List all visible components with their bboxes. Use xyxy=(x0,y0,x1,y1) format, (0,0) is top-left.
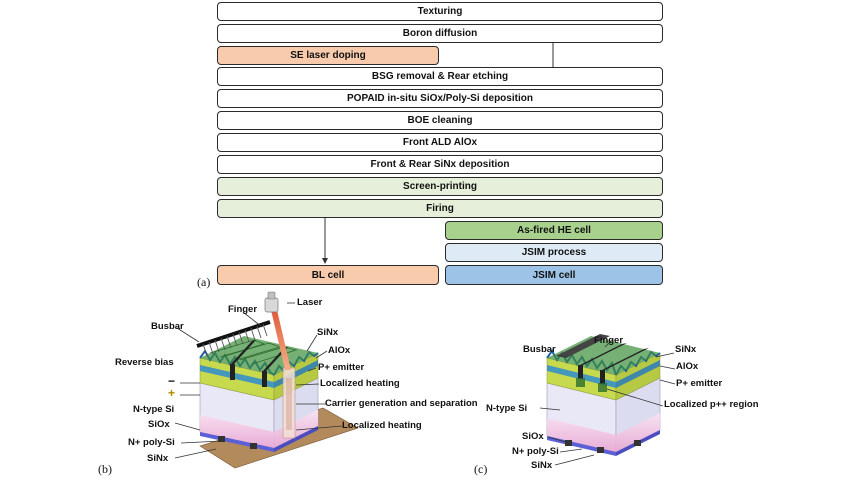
step-firing: Firing xyxy=(217,199,663,218)
result-bl-cell: BL cell xyxy=(217,265,439,285)
step-label: Screen-printing xyxy=(403,181,477,192)
step-label: JSIM cell xyxy=(532,269,576,281)
step-label: Front & Rear SiNx deposition xyxy=(370,159,510,170)
label-localized-p-region: Localized p++ region xyxy=(664,399,759,410)
label-sinx-top: SiNx xyxy=(317,327,339,338)
label-carrier-generation: Carrier generation and separation xyxy=(325,398,478,409)
result-jsim-cell: JSIM cell xyxy=(445,265,663,285)
step-label: BL cell xyxy=(311,269,345,281)
label-alox-c: AlOx xyxy=(676,361,699,372)
label-sinx-top-c: SiNx xyxy=(675,344,697,355)
panel-label-b: (b) xyxy=(98,462,112,476)
label-p-emitter: P+ emitter xyxy=(318,362,365,373)
label-ntype-si-c: N-type Si xyxy=(486,403,528,414)
step-front-ald: Front ALD AlOx xyxy=(217,133,663,152)
step-boe-cleaning: BOE cleaning xyxy=(217,111,663,130)
label-finger: Finger xyxy=(228,304,258,315)
panel-label-c: (c) xyxy=(474,462,488,476)
step-label: Boron diffusion xyxy=(402,28,478,39)
step-label: Texturing xyxy=(417,6,463,17)
step-bsg-removal: BSG removal & Rear etching xyxy=(217,67,663,86)
label-minus: − xyxy=(168,374,176,388)
step-boron-diffusion: Boron diffusion xyxy=(217,24,663,43)
panel-label-a: (a) xyxy=(197,275,211,289)
step-jsim-process: JSIM process xyxy=(445,243,663,262)
label-localized-heating-top: Localized heating xyxy=(320,378,400,389)
step-label: BOE cleaning xyxy=(407,115,473,126)
label-sinx-bottom-c: SiNx xyxy=(531,460,553,471)
label-plus: + xyxy=(168,386,176,400)
label-sinx-bottom: SiNx xyxy=(147,453,169,464)
step-sinx-deposition: Front & Rear SiNx deposition xyxy=(217,155,663,174)
label-ntype-si: N-type Si xyxy=(133,404,175,415)
step-label: SE laser doping xyxy=(290,50,366,61)
step-texturing: Texturing xyxy=(217,2,663,21)
step-label: BSG removal & Rear etching xyxy=(371,71,509,82)
label-busbar: Busbar xyxy=(151,321,184,332)
step-label: POPAID in-situ SiOx/Poly-Si deposition xyxy=(347,93,533,104)
step-popaid: POPAID in-situ SiOx/Poly-Si deposition xyxy=(217,89,663,108)
label-reverse-bias: Reverse bias xyxy=(115,357,174,368)
label-busbar-c: Busbar xyxy=(523,344,556,355)
label-localized-heating-bottom: Localized heating xyxy=(342,420,422,431)
label-siox-c: SiOx xyxy=(522,431,544,442)
step-label: As-fired HE cell xyxy=(517,225,591,236)
step-screen-printing: Screen-printing xyxy=(217,177,663,196)
label-n-poly-si-c: N+ poly-Si xyxy=(512,446,559,457)
label-alox: AlOx xyxy=(328,345,351,356)
label-n-poly-si: N+ poly-Si xyxy=(128,437,175,448)
label-p-emitter-c: P+ emitter xyxy=(676,378,723,389)
step-label: Firing xyxy=(426,203,454,214)
step-label: Front ALD AlOx xyxy=(402,137,478,148)
step-se-laser-doping: SE laser doping xyxy=(217,46,439,65)
label-siox: SiOx xyxy=(148,419,170,430)
label-laser: Laser xyxy=(297,297,323,308)
label-finger-c: Finger xyxy=(594,335,624,346)
step-as-fired-he-cell: As-fired HE cell xyxy=(445,221,663,240)
step-label: JSIM process xyxy=(521,247,587,258)
